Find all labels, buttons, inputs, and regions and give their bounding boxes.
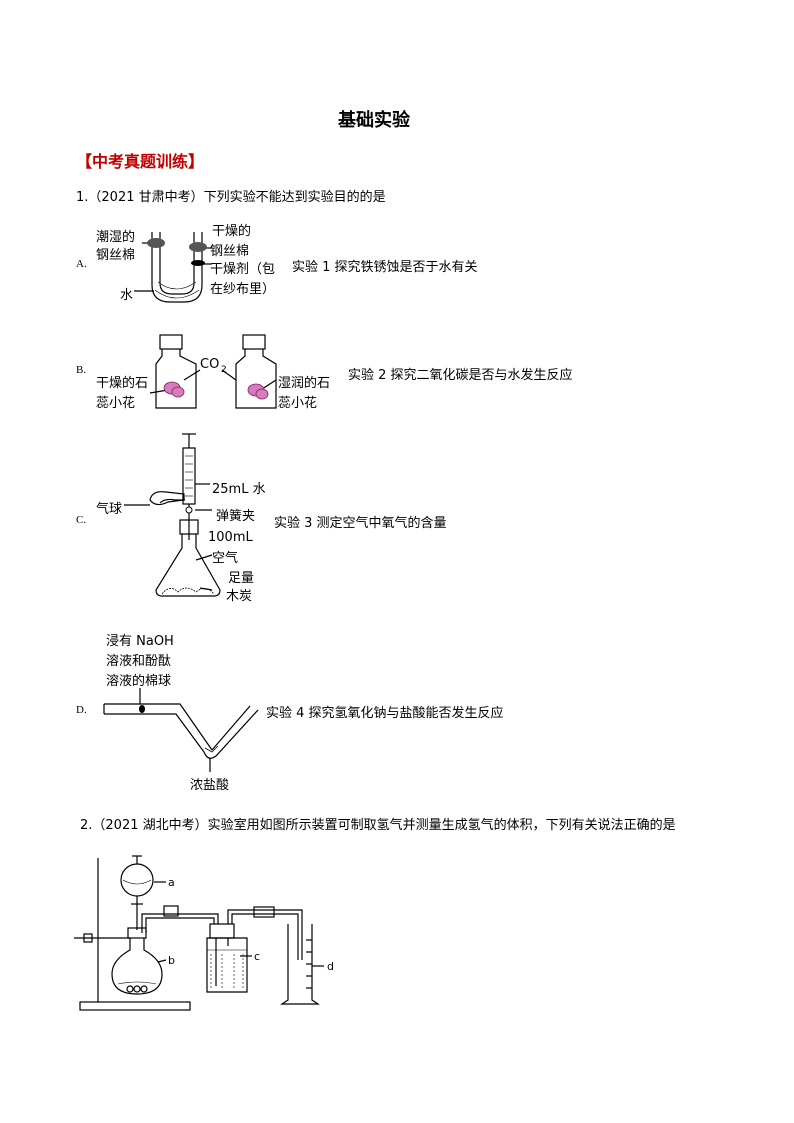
apparatus-label-d: d [327,960,334,973]
apparatus-label-a: a [168,876,175,889]
option-c-label-carbon-2: 木炭 [226,589,253,604]
section-heading: 【中考真题训练】 [76,152,205,171]
option-d-label-cotton-3: 溶液的棉球 [106,674,172,689]
question-1-stem: 1.（2021 甘肃中考）下列实验不能达到实验目的的是 [76,190,386,205]
option-b-description: 实验 2 探究二氧化碳是否与水发生反应 [348,368,573,383]
option-c-label-air-2: 空气 [212,551,239,566]
option-c-label-balloon: 气球 [96,502,123,517]
option-c-label-water: 25mL 水 [212,482,266,497]
option-d-label-acid: 浓盐酸 [190,778,230,793]
option-d-label-cotton-2: 溶液和酚酞 [106,654,172,669]
option-a-label-wet-1: 潮湿的 [96,230,136,245]
option-d-description: 实验 4 探究氢氧化钠与盐酸能否发生反应 [266,706,504,721]
option-a-label-desiccant-1: 干燥剂（包 [210,262,276,277]
option-a-label-water: 水 [120,288,134,303]
option-a-label-dry-1: 干燥的 [212,224,252,239]
option-b-label-dry-2: 蕊小花 [96,396,136,411]
option-b-label-wet-2: 蕊小花 [278,396,318,411]
option-c-label-carbon-1: 足量 [228,571,255,586]
option-c-letter: C. [76,514,87,526]
option-a-label-desiccant-2: 在纱布里） [210,282,276,297]
option-d-label-cotton-1: 浸有 NaOH [106,634,174,649]
option-b-label-co2-subscript: 2 [221,365,227,375]
option-a-description: 实验 1 探究铁锈蚀是否于水有关 [292,260,478,275]
option-b-label-co2: CO [200,357,219,372]
option-b-label-dry-1: 干燥的石 [96,376,149,391]
option-a-label-wet-2: 钢丝棉 [96,248,136,263]
apparatus-label-b: b [168,954,175,967]
page-title: 基础实验 [338,110,410,131]
option-c-description: 实验 3 测定空气中氧气的含量 [274,516,447,531]
question-2-stem: 2.（2021 湖北中考）实验室用如图所示装置可制取氢气并测量生成氢气的体积，下… [80,818,676,833]
option-b-label-wet-1: 湿润的石 [278,376,331,391]
option-a-label-dry-2: 钢丝棉 [210,244,250,259]
option-b-letter: B. [76,364,87,376]
option-c-label-clip: 弹簧夹 [216,509,256,524]
option-a-letter: A. [76,258,87,270]
option-c-label-air-1: 100mL [208,530,253,545]
apparatus-label-c: c [254,950,260,963]
option-d-letter: D. [76,704,87,716]
